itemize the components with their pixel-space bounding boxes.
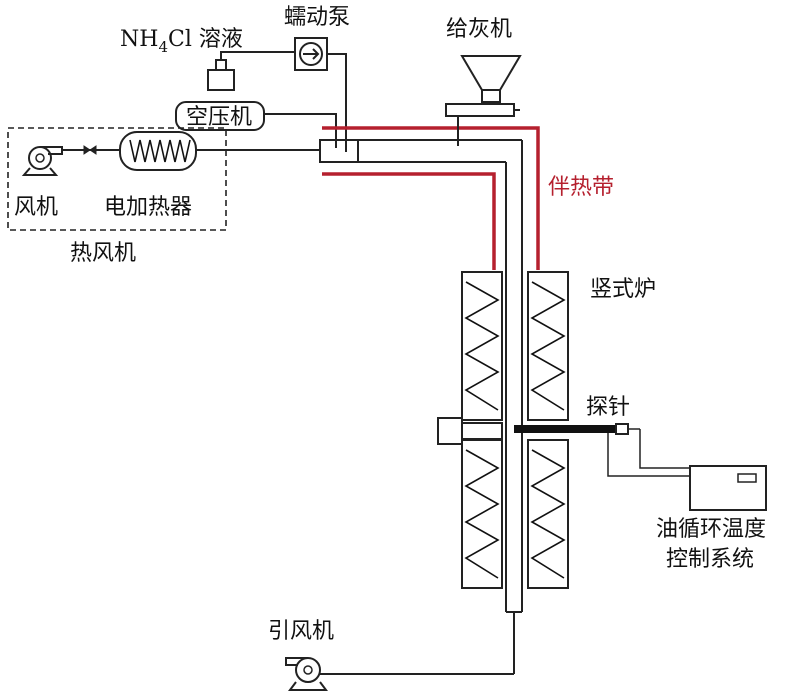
oil-temperature-controller-icon	[689, 465, 767, 511]
solution-bottle-icon	[207, 59, 235, 91]
valve-icon	[83, 145, 97, 155]
observation-port-icon	[437, 417, 503, 445]
air-compressor-icon	[175, 101, 265, 131]
heat-tracing-band	[322, 126, 540, 270]
ash-feeder-icon	[445, 55, 522, 146]
fan-icon	[21, 146, 63, 176]
electric-heater-icon	[119, 131, 197, 171]
probe-icon	[514, 423, 690, 477]
induced-draft-fan-icon	[285, 657, 328, 691]
fan-label: 风机	[14, 195, 58, 220]
furnace-label: 竖式炉	[590, 277, 656, 302]
heat-tracing-label: 伴热带	[548, 175, 614, 200]
ash-feeder-label: 给灰机	[446, 17, 512, 42]
oil-controller-label-line2: 控制系统	[666, 547, 754, 572]
nh4cl-label: NH4Cl 溶液	[120, 27, 243, 56]
peristaltic-pump-label: 蠕动泵	[284, 5, 350, 30]
induced-fan-label: 引风机	[268, 619, 334, 644]
heater-label: 电加热器	[104, 195, 192, 220]
probe-label: 探针	[586, 395, 630, 420]
hot-air-unit-label: 热风机	[70, 241, 136, 266]
air-compressor-label: 空压机	[186, 105, 252, 130]
oil-controller-label-line1: 油循环温度	[656, 517, 766, 542]
main-duct	[319, 139, 523, 613]
peristaltic-pump-icon	[294, 37, 328, 71]
